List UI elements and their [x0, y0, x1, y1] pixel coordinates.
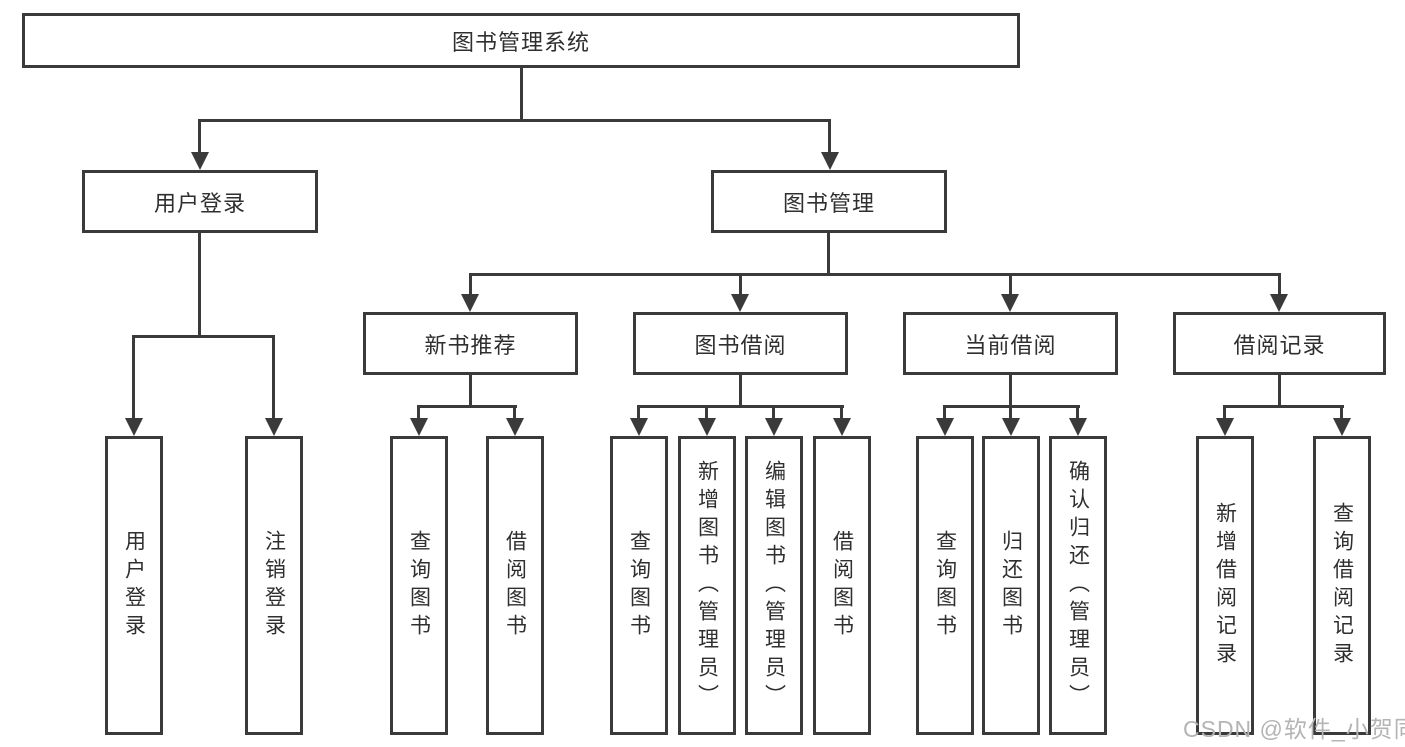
arrowhead-icon: [461, 294, 479, 312]
node-confirm-return-admin: 确认归还（管理员）: [1049, 436, 1107, 735]
node-borrow-books-recommend: 借阅图书: [486, 436, 544, 735]
edge-borrowing-records-stem: [1278, 375, 1281, 405]
node-user-login: 用户登录: [82, 170, 318, 233]
edge-book-borrowing-stem: [739, 375, 742, 405]
arrowhead-icon: [1001, 294, 1019, 312]
edge-drop-query-books-borrowing: [637, 405, 640, 420]
node-query-borrow-record: 查询借阅记录: [1313, 436, 1371, 735]
edge-user-login-stem: [198, 233, 201, 335]
edge-borrowing-records-branch: [1223, 405, 1344, 408]
edge-drop-query-books-current: [943, 405, 946, 420]
node-book-borrowing: 图书借阅: [633, 312, 848, 375]
node-edit-book-admin: 编辑图书（管理员）: [745, 436, 803, 735]
arrowhead-icon: [125, 418, 143, 436]
edge-drop-return-books: [1009, 405, 1012, 420]
edge-user-login-branch: [132, 335, 275, 338]
arrowhead-icon: [1333, 418, 1351, 436]
arrowhead-icon: [506, 418, 524, 436]
edge-new-book-stem: [469, 375, 472, 405]
arrowhead-icon: [1216, 418, 1234, 436]
edge-drop-borrow-books-borrowing: [840, 405, 843, 420]
edge-root-branch: [198, 119, 830, 122]
arrowhead-icon: [191, 152, 209, 170]
arrowhead-icon: [821, 152, 839, 170]
arrowhead-icon: [265, 418, 283, 436]
node-query-books-current: 查询图书: [916, 436, 974, 735]
arrowhead-icon: [1002, 418, 1020, 436]
edge-new-book-branch: [417, 405, 517, 408]
edge-drop-confirm-return: [1076, 405, 1079, 420]
node-logout: 注销登录: [245, 436, 303, 735]
arrowhead-icon: [698, 418, 716, 436]
edge-root-stem: [520, 68, 523, 119]
node-query-books-borrowing: 查询图书: [610, 436, 668, 735]
arrowhead-icon: [410, 418, 428, 436]
arrowhead-icon: [1069, 418, 1087, 436]
edge-drop-new-book-recommendation: [469, 273, 472, 296]
node-borrowing-records: 借阅记录: [1173, 312, 1386, 375]
node-borrow-books-borrowing: 借阅图书: [813, 436, 871, 735]
arrowhead-icon: [1270, 294, 1288, 312]
edge-drop-query-books-recommend: [417, 405, 420, 420]
node-add-book-admin: 新增图书（管理员）: [678, 436, 736, 735]
edge-book-management-stem: [827, 233, 830, 273]
arrowhead-icon: [936, 418, 954, 436]
edge-book-management-branch: [469, 273, 1281, 276]
node-book-management: 图书管理: [711, 170, 947, 233]
node-current-borrowing: 当前借阅: [903, 312, 1118, 375]
arrowhead-icon: [833, 418, 851, 436]
node-user-login-leaf: 用户登录: [105, 436, 163, 735]
edge-drop-borrow-books-recommend: [513, 405, 516, 420]
edge-drop-borrowing-records: [1278, 273, 1281, 296]
edge-book-borrowing-branch: [637, 405, 844, 408]
node-library-management-system: 图书管理系统: [22, 13, 1020, 68]
edge-drop-add-borrow-record: [1223, 405, 1226, 420]
node-query-books-recommend: 查询图书: [390, 436, 448, 735]
node-add-borrow-record: 新增借阅记录: [1196, 436, 1254, 735]
edge-drop-logout: [272, 335, 275, 420]
edge-drop-edit-book: [772, 405, 775, 420]
arrowhead-icon: [630, 418, 648, 436]
watermark-csdn: CSDN @软件_小贺同学: [1183, 716, 1405, 742]
edge-drop-add-book: [705, 405, 708, 420]
edge-drop-query-borrow-record: [1340, 405, 1343, 420]
arrowhead-icon: [731, 294, 749, 312]
edge-drop-user-login: [198, 119, 201, 154]
edge-current-borrowing-stem: [1009, 375, 1012, 405]
edge-drop-book-borrowing: [739, 273, 742, 296]
node-return-books: 归还图书: [982, 436, 1040, 735]
node-new-book-recommendation: 新书推荐: [363, 312, 578, 375]
arrowhead-icon: [765, 418, 783, 436]
edge-drop-current-borrowing: [1009, 273, 1012, 296]
edge-drop-user-login-leaf: [132, 335, 135, 420]
edge-drop-book-management: [828, 119, 831, 154]
